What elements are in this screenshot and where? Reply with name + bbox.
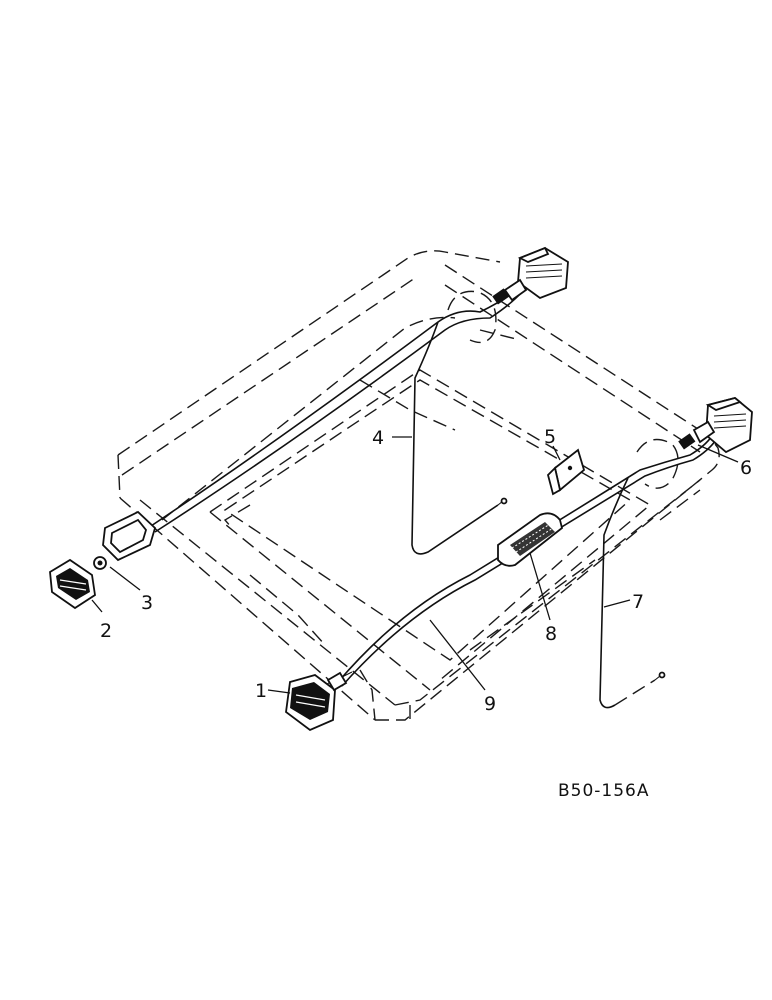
reference-code: B50-156A: [558, 781, 650, 801]
callout-1: 1: [255, 680, 267, 702]
bracket-5: [546, 448, 586, 496]
callout-7: 7: [632, 591, 644, 613]
wire-lead-7: [599, 477, 666, 709]
callout-2: 2: [100, 620, 112, 642]
callout-6: 6: [740, 457, 752, 479]
connector-8: [497, 512, 564, 567]
lamp-rear-right: [678, 397, 753, 454]
wire-lead-4: [411, 321, 508, 555]
callout-9: 9: [484, 693, 496, 715]
callout-5: 5: [544, 426, 556, 448]
wiring-harness: [147, 287, 717, 691]
bulb-3: [93, 556, 107, 570]
callout-3: 3: [141, 592, 153, 614]
lamp-lens-2: [49, 558, 96, 610]
cab-roof-outline: [117, 250, 720, 721]
callout-8: 8: [545, 623, 557, 645]
lamp-front-1: [285, 671, 348, 732]
callout-4: 4: [372, 427, 384, 449]
lamp-bezel: [102, 510, 157, 562]
leader-lines: [91, 436, 739, 694]
lamp-rear-left: [492, 246, 569, 305]
